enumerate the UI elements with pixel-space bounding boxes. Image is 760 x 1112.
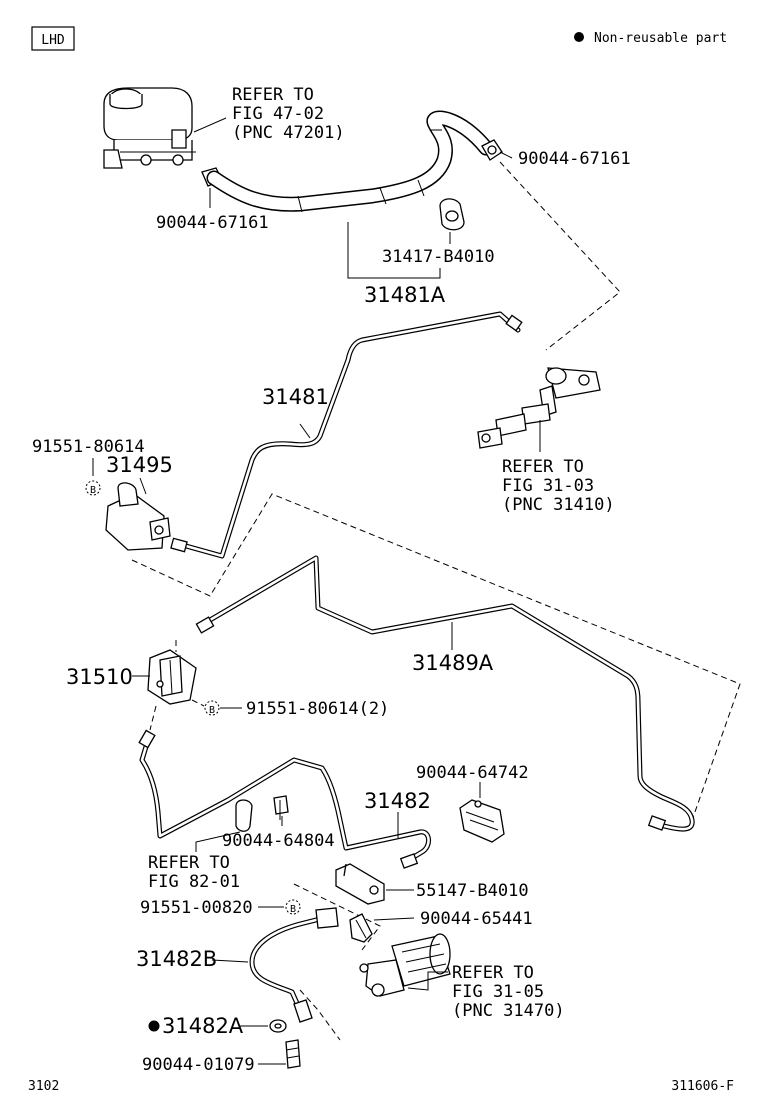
label-refer-47-line1: REFER TO [232, 85, 314, 105]
dash-bolt-mid [191, 699, 205, 707]
label-hose-31482B: 31482B [136, 947, 217, 971]
label-refer-31-05-line1: REFER TO [452, 963, 534, 983]
bracket-55147 [335, 863, 385, 905]
label-refer-31-03-line2: FIG 31-03 [502, 476, 594, 496]
bolt-marker-lower: B [285, 899, 301, 915]
label-tube-31482: 31482 [364, 789, 431, 813]
label-clamp-upper-right: 90044-67161 [518, 149, 631, 169]
leader-bracket-31495 [139, 477, 147, 495]
label-refer-31-05-line2: FIG 31-05 [452, 982, 544, 1002]
gasket-icon [269, 1019, 287, 1033]
leader-refer-31-05 [407, 971, 448, 991]
label-refer-82-01-line2: FIG 82-01 [148, 872, 240, 892]
label-bolt-upper: 91551-80614 [32, 437, 145, 457]
svg-text:B: B [90, 485, 96, 496]
label-bleeder: 90044-01079 [142, 1055, 255, 1075]
label-refer-31-03-line3: (PNC 31410) [502, 495, 615, 515]
leader-tube-31481 [299, 423, 311, 439]
clip-64804-icon [235, 795, 289, 832]
label-refer-82-01-line1: REFER TO [148, 853, 230, 873]
label-refer-31-03-line1: REFER TO [502, 457, 584, 477]
clamp-upper-right-icon [481, 139, 503, 161]
supply-hose [206, 110, 494, 213]
clutch-slave-cylinder [359, 933, 451, 997]
label-bracket-31495: 31495 [106, 453, 173, 477]
grommet-icon [439, 198, 465, 231]
label-bolt-lower: 91551-00820 [140, 898, 253, 918]
leader-clip-65441 [373, 917, 415, 921]
hose-31482B [249, 907, 339, 1023]
leader-clamp-upper-right [499, 151, 513, 159]
lhd-badge-text: LHD [41, 33, 65, 48]
label-refer-47-line2: FIG 47-02 [232, 104, 324, 124]
label-bracket-55147: 55147-B4010 [416, 881, 529, 901]
label-tube-31481: 31481 [262, 385, 329, 409]
label-clip-64804: 90044-64804 [222, 831, 335, 851]
label-hose-assy: 31481A [364, 283, 446, 307]
clamp-64742-icon [459, 799, 505, 843]
label-clamp-64742: 90044-64742 [416, 763, 529, 783]
legend-text: Non-reusable part [594, 31, 727, 46]
svg-text:B: B [290, 904, 296, 915]
label-clip-65441: 90044-65441 [420, 909, 533, 929]
label-clamp-upper-left: 90044-67161 [156, 213, 269, 233]
non-reusable-dot-icon [574, 32, 584, 42]
leader-refer-47 [193, 117, 227, 133]
leader-hose-31482B [211, 959, 249, 963]
bracket-31495 [105, 482, 171, 551]
tube-31482 [138, 729, 431, 869]
footer-figure-code: 311606-F [671, 1079, 734, 1094]
leader-refer-82-01 [195, 831, 241, 852]
dash-frame-long [131, 493, 741, 827]
master-cylinder-reservoir [103, 87, 196, 169]
bolt-marker-mid: B [204, 700, 220, 716]
label-bolt-mid: 91551-80614(2) [246, 699, 389, 719]
legend-non-reusable: Non-reusable part [574, 31, 727, 46]
label-grommet: 31417-B4010 [382, 247, 495, 267]
dash-bracket-31510 [149, 640, 177, 731]
leader-hose-assy [347, 222, 441, 279]
label-bracket-31510: 31510 [66, 665, 133, 689]
tube-31481 [170, 311, 523, 559]
footer-page-number: 3102 [28, 1079, 59, 1094]
bracket-31510 [147, 649, 197, 705]
tube-31489A [195, 555, 695, 832]
dash-slave-area [293, 883, 381, 1041]
svg-text:B: B [209, 705, 215, 716]
label-tube-31489A: 31489A [412, 651, 494, 675]
label-gasket: 31482A [162, 1014, 244, 1038]
label-refer-47-line3: (PNC 47201) [232, 123, 345, 143]
clutch-master-cylinder [477, 367, 601, 449]
non-reusable-gasket-dot-icon [148, 1020, 160, 1032]
lhd-badge: LHD [31, 26, 75, 51]
label-refer-31-05-line3: (PNC 31470) [452, 1001, 565, 1021]
bleeder-plug-icon [285, 1039, 301, 1069]
bolt-marker-upper: B [85, 480, 101, 496]
clip-65441-icon [349, 913, 373, 943]
